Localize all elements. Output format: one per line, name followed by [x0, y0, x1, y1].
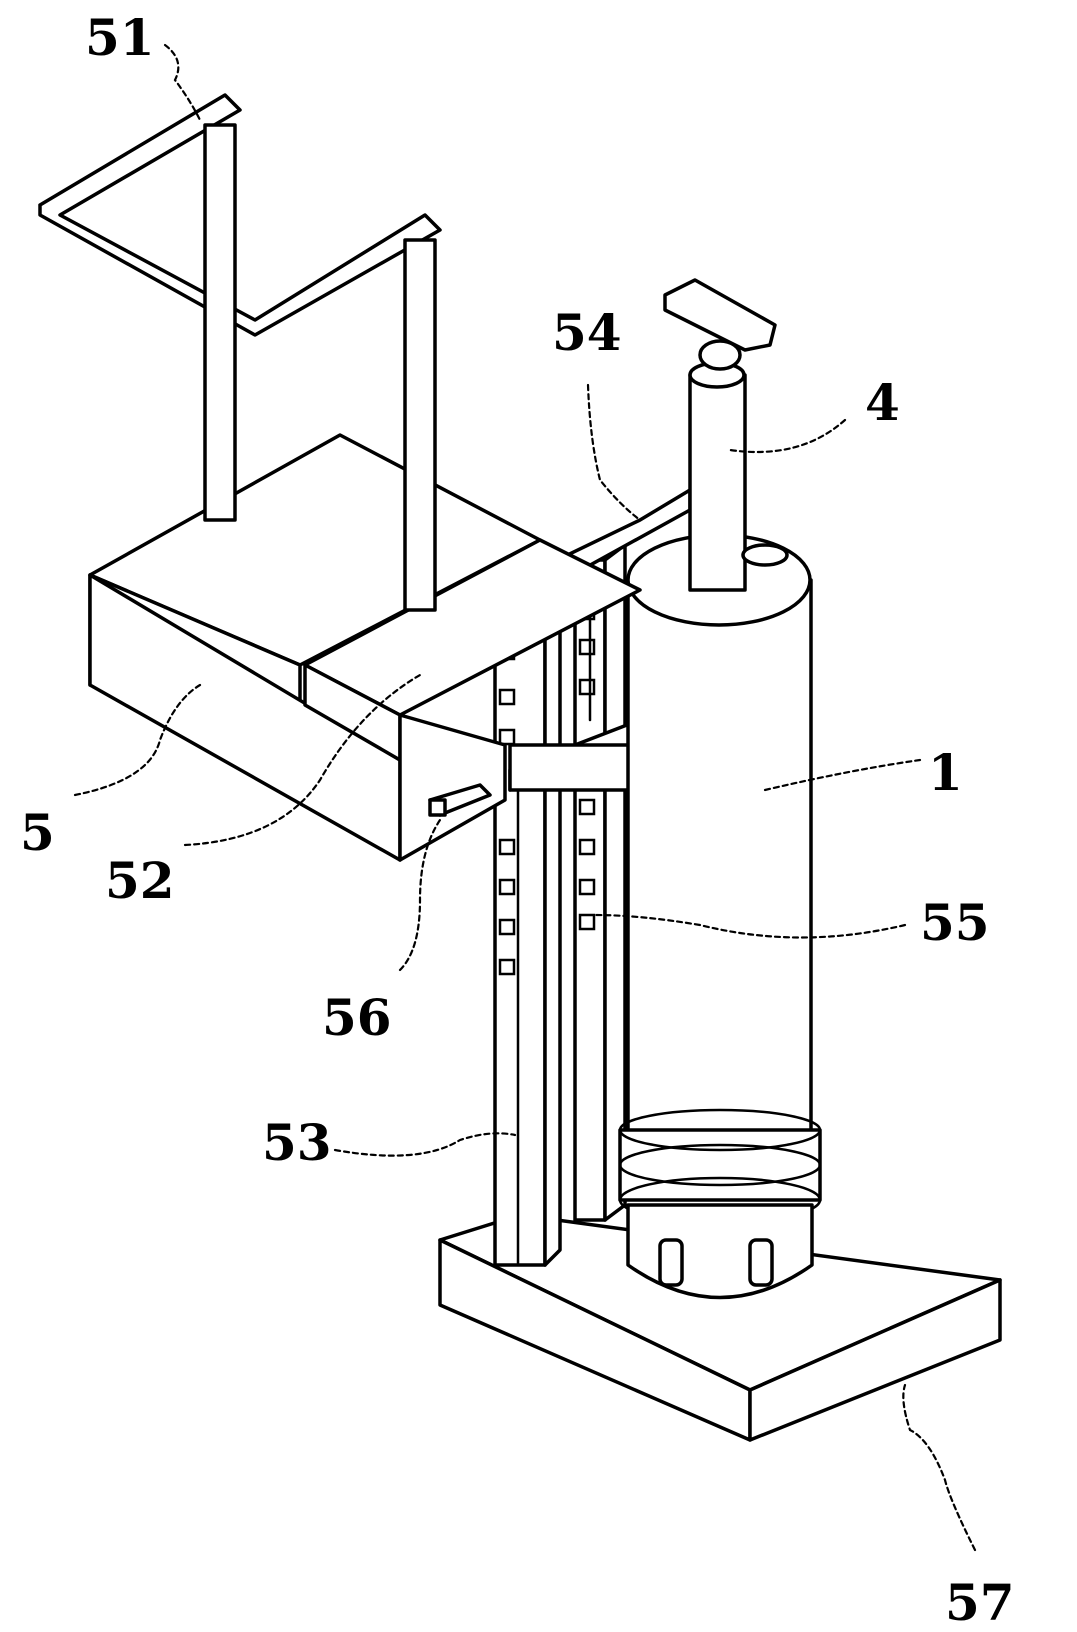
main-cylinder: [618, 533, 822, 1300]
label-57: 57: [945, 1573, 1015, 1632]
label-54: 54: [552, 303, 622, 362]
leader-lines: [73, 43, 977, 1552]
sub-plate: [303, 538, 642, 862]
label-1: 1: [928, 743, 963, 802]
label-51: 51: [85, 8, 155, 67]
locking-pin: [428, 783, 492, 817]
base-plate: [438, 1213, 1002, 1442]
label-53: 53: [262, 1113, 332, 1172]
label-5: 5: [20, 803, 55, 862]
reference-labels: 51 54 4 5 52 1 55 56 53 57: [20, 8, 1015, 1632]
label-52: 52: [105, 851, 175, 910]
piston-rod: [663, 278, 789, 592]
guard-rail: [38, 93, 442, 612]
label-55: 55: [920, 893, 990, 952]
label-4: 4: [865, 373, 900, 432]
label-56: 56: [322, 988, 392, 1047]
guide-post: [573, 543, 627, 1222]
